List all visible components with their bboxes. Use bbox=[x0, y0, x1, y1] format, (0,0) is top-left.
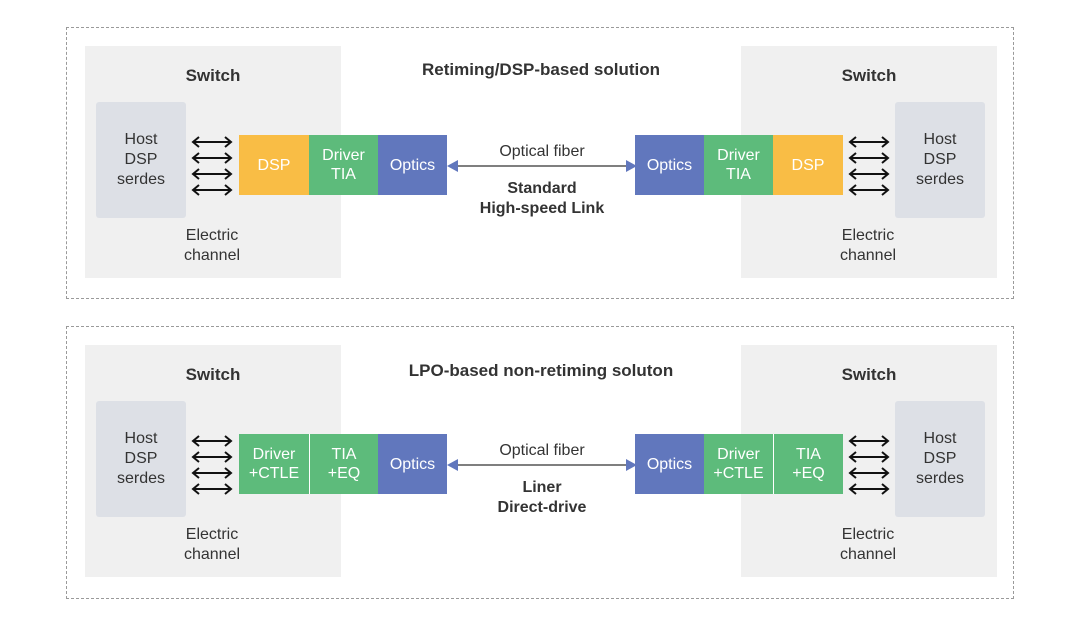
block-label: +CTLE bbox=[248, 465, 300, 482]
electric-line: channel bbox=[183, 546, 241, 563]
link-line: Direct-drive bbox=[497, 499, 587, 516]
panel-title: LPO-based non-retiming soluton bbox=[408, 361, 674, 380]
optical-fiber-label: Optical fiber bbox=[499, 442, 585, 459]
link-line: Standard bbox=[507, 180, 577, 197]
link-line: Liner bbox=[522, 479, 562, 496]
optics-block: Optics bbox=[635, 135, 704, 195]
optics-block: Optics bbox=[378, 135, 447, 195]
block-label: Driver bbox=[717, 147, 760, 164]
tia-eq-block: TIA +EQ bbox=[309, 434, 378, 494]
electric-line: channel bbox=[839, 247, 897, 264]
tia-eq-block: TIA +EQ bbox=[773, 434, 843, 494]
host-line: serdes bbox=[915, 470, 965, 487]
electric-line: channel bbox=[183, 247, 241, 264]
host-line: DSP bbox=[923, 450, 957, 467]
block-label: Driver bbox=[322, 147, 365, 164]
driver-ctle-block: Driver +CTLE bbox=[239, 434, 309, 494]
electric-channel-arrows-icon bbox=[848, 136, 890, 196]
driver-ctle-block: Driver +CTLE bbox=[704, 434, 773, 494]
block-label: DSP bbox=[791, 156, 825, 174]
host-line: DSP bbox=[124, 151, 158, 168]
optics-block: Optics bbox=[635, 434, 704, 494]
dsp-block: DSP bbox=[773, 135, 843, 195]
electric-line: Electric bbox=[185, 227, 239, 244]
electric-channel-label: Electric channel bbox=[147, 226, 277, 266]
electric-channel-arrows-icon bbox=[191, 136, 233, 196]
link-line: High-speed Link bbox=[479, 200, 605, 217]
electric-channel-arrows-icon bbox=[848, 435, 890, 495]
block-label: Optics bbox=[646, 455, 693, 473]
host-dsp-serdes: Host DSP serdes bbox=[895, 102, 985, 218]
optical-fiber-label: Optical fiber bbox=[499, 143, 585, 160]
link-type-label: Standard High-speed Link bbox=[427, 179, 657, 219]
host-line: serdes bbox=[915, 171, 965, 188]
driver-tia-block: Driver TIA bbox=[704, 135, 773, 195]
block-label: Optics bbox=[389, 455, 436, 473]
lpo-panel: Switch Host DSP serdes Electric channel … bbox=[66, 326, 1014, 599]
host-line: DSP bbox=[124, 450, 158, 467]
block-label: Driver bbox=[717, 446, 760, 463]
retiming-panel: Switch Host DSP serdes Electric channel … bbox=[66, 27, 1014, 299]
electric-line: channel bbox=[839, 546, 897, 563]
block-label: TIA bbox=[331, 166, 356, 183]
electric-line: Electric bbox=[841, 227, 895, 244]
host-line: Host bbox=[923, 430, 957, 447]
host-line: Host bbox=[923, 131, 957, 148]
block-label: TIA bbox=[796, 446, 821, 463]
optical-fiber-arrow-icon bbox=[447, 459, 637, 471]
link-type-label: Liner Direct-drive bbox=[427, 478, 657, 518]
block-label: Driver bbox=[252, 446, 296, 463]
electric-channel-label: Electric channel bbox=[803, 525, 933, 565]
block-label: TIA bbox=[331, 446, 357, 463]
electric-line: Electric bbox=[185, 526, 239, 543]
electric-line: Electric bbox=[841, 526, 895, 543]
host-line: Host bbox=[124, 131, 158, 148]
dsp-block: DSP bbox=[239, 135, 309, 195]
electric-channel-label: Electric channel bbox=[803, 226, 933, 266]
block-label: Optics bbox=[646, 156, 693, 174]
block-label: Optics bbox=[389, 156, 436, 174]
host-line: DSP bbox=[923, 151, 957, 168]
optical-fiber-arrow-icon bbox=[447, 160, 637, 172]
optics-block: Optics bbox=[378, 434, 447, 494]
block-label: +EQ bbox=[792, 465, 825, 482]
block-label: DSP bbox=[257, 156, 291, 174]
block-label: +EQ bbox=[327, 465, 361, 482]
electric-channel-label: Electric channel bbox=[147, 525, 277, 565]
host-line: serdes bbox=[116, 171, 166, 188]
switch-label: Switch bbox=[185, 365, 241, 384]
host-line: serdes bbox=[116, 470, 166, 487]
block-label: +CTLE bbox=[713, 465, 764, 482]
host-dsp-serdes: Host DSP serdes bbox=[895, 401, 985, 517]
driver-tia-block: Driver TIA bbox=[309, 135, 378, 195]
host-dsp-serdes: Host DSP serdes bbox=[96, 401, 186, 517]
block-label: TIA bbox=[726, 166, 751, 183]
host-dsp-serdes: Host DSP serdes bbox=[96, 102, 186, 218]
host-line: Host bbox=[124, 430, 158, 447]
electric-channel-arrows-icon bbox=[191, 435, 233, 495]
switch-label: Switch bbox=[185, 66, 241, 85]
panel-title: Retiming/DSP-based solution bbox=[421, 60, 661, 79]
